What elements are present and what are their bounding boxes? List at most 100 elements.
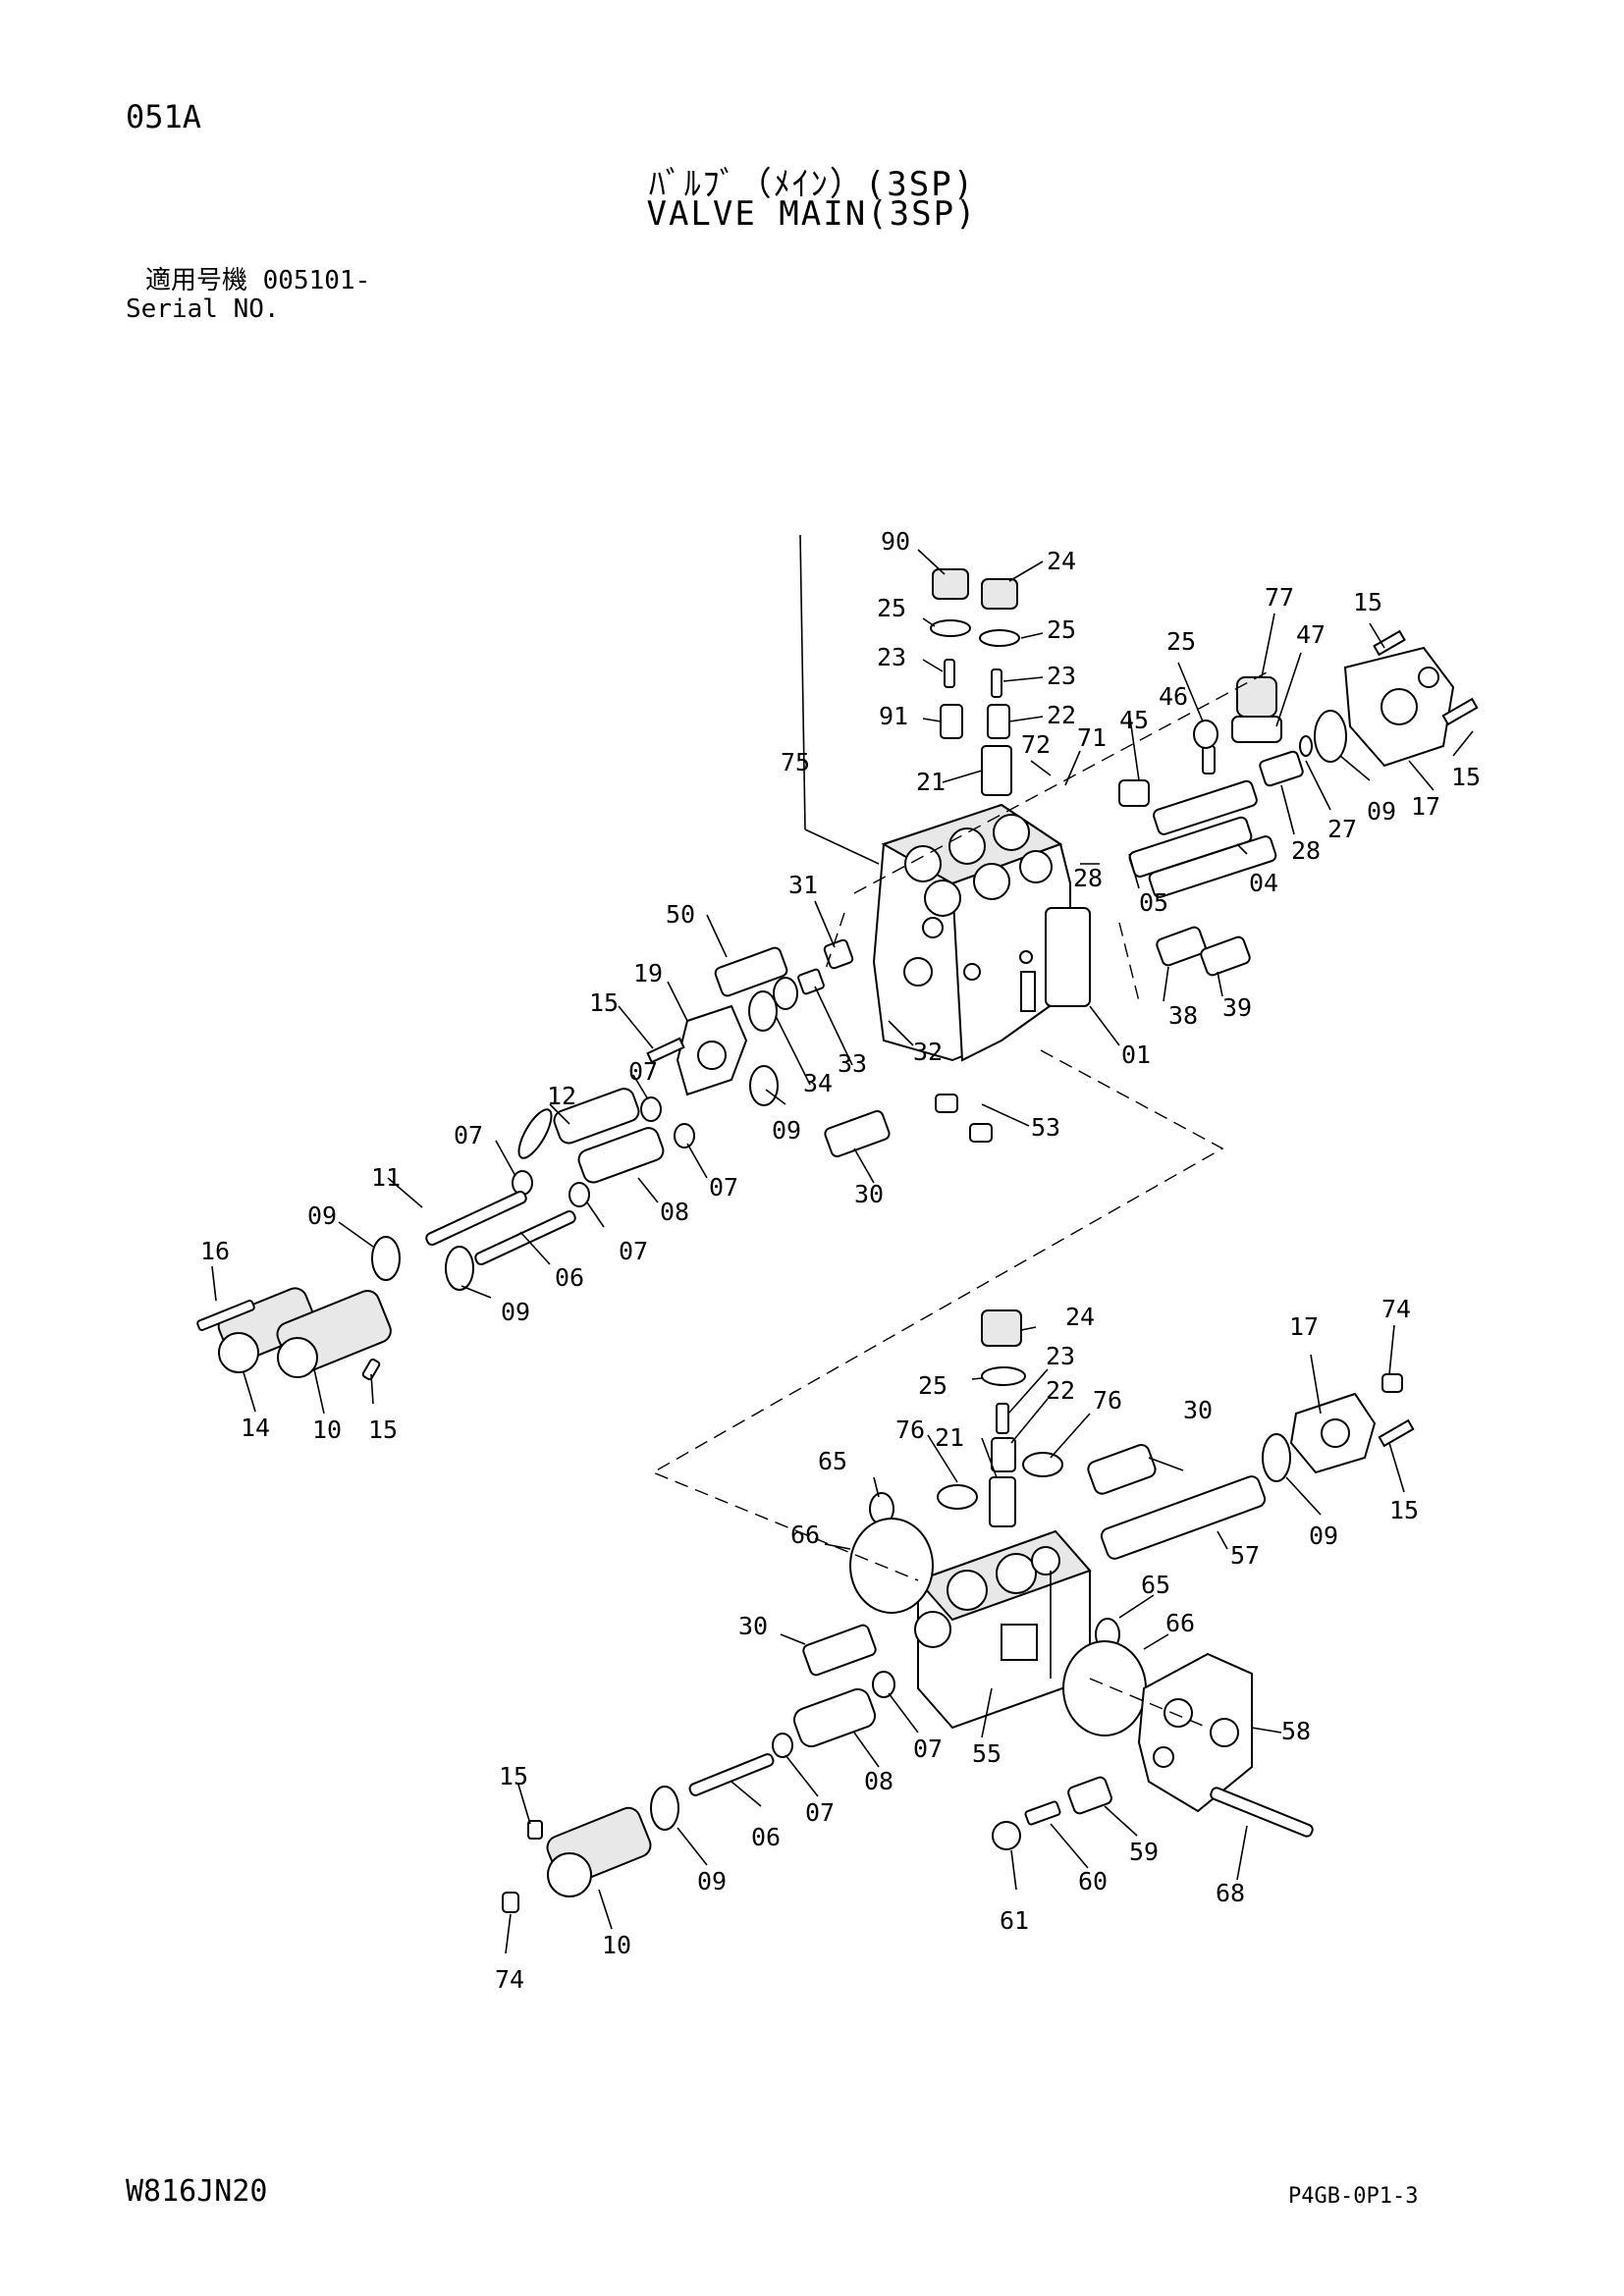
relief-valves-38-39 [1156, 926, 1251, 977]
callout-07: 07 [628, 1057, 658, 1086]
springs-rods-upper [371, 1088, 695, 1291]
callout-25: 25 [877, 594, 906, 622]
valve-body-lower [914, 1529, 1092, 1730]
callout-25: 25 [1047, 615, 1076, 644]
plug-caps-upper [930, 568, 1020, 796]
callout-10: 10 [312, 1415, 342, 1444]
footer-page-reference: P4GB-0P1-3 [1288, 2184, 1419, 2209]
callout-09: 09 [1367, 797, 1396, 826]
title-japanese: ﾊﾞﾙﾌﾞ（ﾒｲﾝ）(3SP) [648, 165, 976, 204]
spool-57-lower [1087, 1373, 1415, 1560]
callout-60: 60 [1078, 1867, 1108, 1896]
plug-cap-lower [937, 1309, 1063, 1527]
callout-07: 07 [619, 1237, 648, 1265]
callout-23: 23 [1047, 662, 1076, 690]
callout-34: 34 [803, 1069, 833, 1097]
callout-15: 15 [499, 1762, 528, 1790]
callout-10: 10 [602, 1931, 631, 1959]
callout-08: 08 [660, 1198, 689, 1226]
callout-74: 74 [1381, 1295, 1411, 1323]
callout-57: 57 [1230, 1541, 1260, 1570]
callout-07: 07 [454, 1121, 483, 1149]
callout-09: 09 [501, 1298, 530, 1326]
callout-74: 74 [495, 1965, 524, 1994]
callout-76: 76 [895, 1415, 925, 1444]
callout-33: 33 [838, 1049, 867, 1078]
callout-07: 07 [709, 1173, 738, 1201]
callout-30: 30 [854, 1180, 884, 1208]
callout-28: 28 [1291, 836, 1321, 865]
callout-47: 47 [1296, 620, 1326, 649]
callout-15: 15 [1451, 763, 1481, 791]
callout-31: 31 [788, 871, 818, 899]
callout-50: 50 [666, 900, 695, 929]
callout-09: 09 [1309, 1522, 1338, 1550]
callout-77: 77 [1265, 583, 1294, 612]
callout-16: 16 [200, 1237, 230, 1265]
callout-90: 90 [881, 527, 910, 556]
callout-11: 11 [371, 1163, 401, 1192]
callout-65: 65 [818, 1447, 847, 1475]
callout-39: 39 [1222, 993, 1252, 1022]
callout-66: 66 [790, 1521, 820, 1549]
callout-27: 27 [1327, 815, 1357, 843]
callout-23: 23 [877, 643, 906, 671]
leader-lines-lower [505, 1324, 1405, 1954]
parts-lower-right [992, 1776, 1314, 1850]
callout-38: 38 [1168, 1001, 1198, 1030]
callout-53: 53 [1031, 1113, 1060, 1142]
callout-58: 58 [1281, 1717, 1311, 1745]
callout-76: 76 [1093, 1386, 1122, 1415]
callout-23: 23 [1046, 1342, 1075, 1370]
callout-66: 66 [1165, 1609, 1195, 1637]
callout-01: 01 [1121, 1041, 1151, 1069]
callout-24: 24 [1047, 547, 1076, 575]
callout-21: 21 [916, 768, 946, 796]
callout-09: 09 [307, 1201, 337, 1230]
callout-24: 24 [1065, 1303, 1095, 1331]
callout-22: 22 [1046, 1376, 1075, 1405]
parts-upper-left [517, 938, 993, 1159]
serial-label-japanese: 適用号機 005101- [145, 266, 371, 295]
callout-91: 91 [879, 702, 908, 730]
serial-label-english: Serial NO. [126, 294, 280, 324]
callout-30: 30 [738, 1612, 768, 1640]
callout-07: 07 [805, 1798, 835, 1827]
o-rings-65-66 [849, 1492, 1147, 1736]
callout-65: 65 [1141, 1571, 1170, 1599]
page-code: 051A [126, 98, 202, 135]
footer-drawing-number: W816JN20 [126, 2174, 268, 2209]
callout-17: 17 [1289, 1312, 1319, 1341]
callout-21: 21 [935, 1423, 964, 1452]
callout-15: 15 [368, 1415, 398, 1444]
callout-06: 06 [555, 1263, 584, 1292]
callout-72: 72 [1021, 730, 1051, 759]
callout-32: 32 [913, 1038, 943, 1066]
callout-15: 15 [1353, 588, 1382, 616]
solenoids-upper [196, 1287, 392, 1381]
leader-lines [211, 534, 1474, 1415]
callout-07: 07 [913, 1735, 943, 1763]
title-english: VALVE MAIN(3SP) [646, 194, 978, 234]
callout-59: 59 [1129, 1838, 1159, 1866]
callout-04: 04 [1249, 869, 1278, 897]
callout-45: 45 [1119, 706, 1149, 734]
callout-46: 46 [1159, 682, 1188, 711]
callout-25: 25 [918, 1371, 947, 1400]
callout-09: 09 [772, 1116, 801, 1145]
callout-08: 08 [864, 1767, 893, 1795]
callout-55: 55 [972, 1739, 1001, 1768]
callout-15: 15 [1389, 1496, 1419, 1524]
callout-30: 30 [1183, 1396, 1213, 1424]
valve-body-upper [872, 803, 1091, 1062]
callout-28: 28 [1073, 864, 1103, 892]
callout-15: 15 [589, 988, 619, 1017]
callout-71: 71 [1077, 723, 1107, 752]
callout-05: 05 [1139, 888, 1168, 917]
callout-09: 09 [697, 1867, 727, 1896]
callout-25: 25 [1166, 627, 1196, 656]
callout-labels: 90 24 25 25 23 23 91 22 77 15 25 47 46 4… [200, 527, 1481, 1994]
callout-68: 68 [1216, 1879, 1245, 1907]
callout-75: 75 [781, 748, 810, 776]
